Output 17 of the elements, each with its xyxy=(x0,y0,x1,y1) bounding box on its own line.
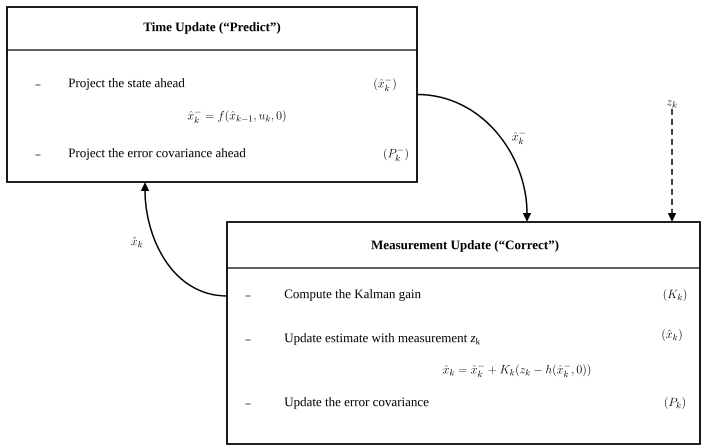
step-symbol: $(P_k)$ xyxy=(665,397,685,409)
equation: $\hat{x}_k^- = f(\hat{x}_{k-1}, u_k, 0)$ xyxy=(188,110,286,124)
step-text: Update the error covariance xyxy=(284,397,428,409)
step-text: Compute the Kalman gain xyxy=(284,289,421,301)
step-symbol: $(\hat{x}_k^-)$ xyxy=(374,78,396,92)
box-heading: Time Update (“Predict”) xyxy=(143,22,280,34)
measurement-symbol: $z_k$ xyxy=(667,100,677,108)
edge-label: $\hat{x}_k$ xyxy=(130,236,144,248)
equation: $\hat{x}_k = \hat{x}_k^- + K_k(z_k - h(\hat{x}_k^-, 0))$ xyxy=(442,364,590,378)
step-text: Project the error covariance ahead xyxy=(68,148,246,160)
step-text: Update estimate with measurement z$_{k}$ xyxy=(284,333,480,345)
step-symbol: $(\hat{x}_k)$ xyxy=(662,329,682,341)
edge-label: $\hat{x}_k^-$ xyxy=(510,129,528,145)
step-text: Project the state ahead xyxy=(68,78,185,90)
step-symbol: $(K_k)$ xyxy=(664,289,686,301)
step-symbol: $(P_k^-)$ xyxy=(384,148,408,162)
box-heading: Measurement Update (“Correct”) xyxy=(371,240,558,252)
